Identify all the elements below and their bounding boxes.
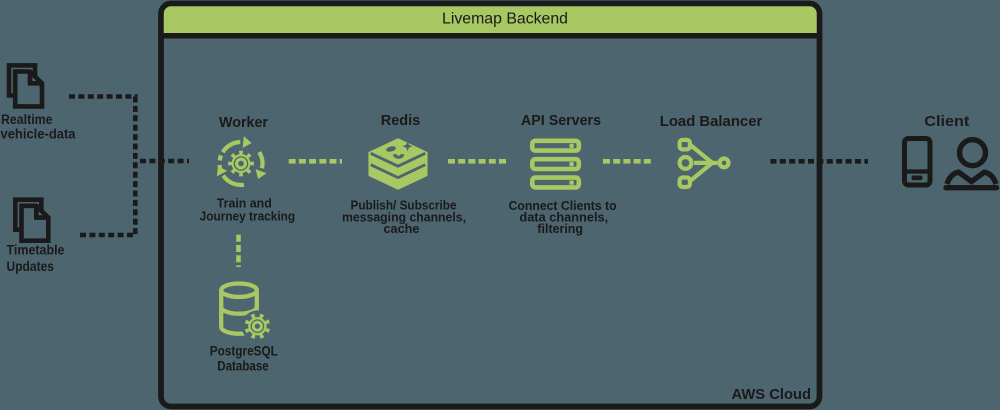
svg-text:data channels,: data channels,: [519, 211, 608, 225]
svg-text:cache: cache: [384, 222, 420, 236]
svg-text:Publish/ Subscribe: Publish/ Subscribe: [351, 199, 457, 213]
svg-text:Journey tracking: Journey tracking: [200, 209, 296, 223]
svg-text:PostgreSQL: PostgreSQL: [210, 344, 278, 359]
svg-text:messaging channels,: messaging channels,: [342, 210, 466, 224]
svg-text:Worker: Worker: [219, 115, 268, 131]
svg-text:Updates: Updates: [7, 259, 55, 274]
svg-text:Client: Client: [924, 113, 969, 130]
svg-text:Load Balancer: Load Balancer: [660, 114, 763, 130]
svg-text:API Servers: API Servers: [521, 113, 601, 129]
svg-text:vehicle-data: vehicle-data: [1, 127, 76, 142]
svg-text:Train and: Train and: [217, 197, 272, 211]
svg-text:Timetable: Timetable: [7, 243, 65, 258]
svg-text:Connect Clients to: Connect Clients to: [509, 199, 617, 213]
svg-text:AWS Cloud: AWS Cloud: [732, 386, 812, 403]
svg-text:filtering: filtering: [537, 222, 583, 236]
svg-text:Redis: Redis: [381, 113, 421, 129]
svg-text:Database: Database: [217, 358, 269, 373]
svg-text:Livemap Backend: Livemap Backend: [442, 10, 568, 27]
svg-text:Realtime: Realtime: [1, 112, 53, 127]
